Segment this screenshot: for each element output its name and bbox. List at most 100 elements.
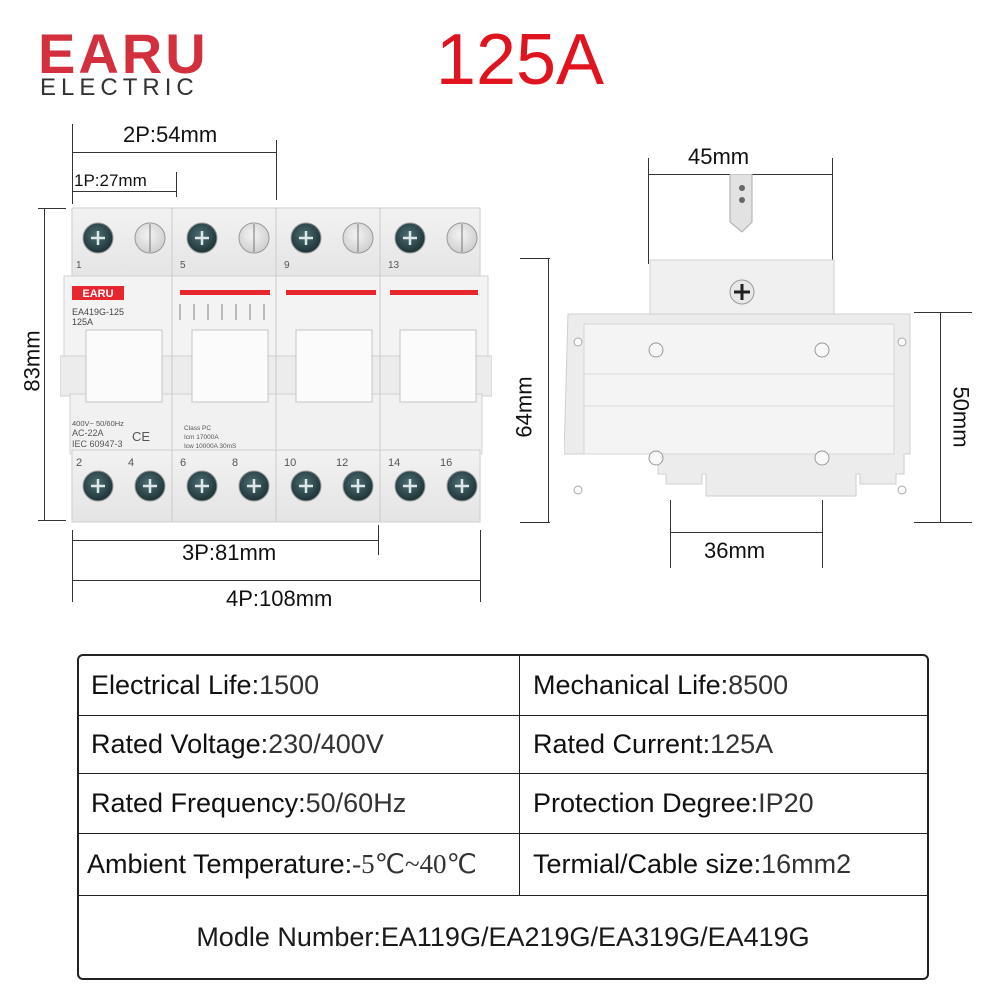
current-label: 125A: [72, 317, 93, 327]
dim-2p-line: [72, 152, 276, 153]
dim-side-top-width: 45mm: [688, 144, 750, 169]
dim-side-bottom-line: [670, 532, 822, 533]
dim-side-right-line: [940, 312, 941, 522]
dim-left-ext: [72, 124, 73, 204]
page-title: 125A: [435, 20, 605, 100]
print-icm: Icm 17000A: [184, 434, 219, 441]
spec-table: Electrical Life:1500 Mechanical Life:850…: [77, 654, 929, 980]
spec-cable-size: Termial/Cable size:16mm2: [533, 849, 852, 879]
dim-1p-end: [176, 172, 177, 197]
dim-2p: 2P:54mm: [123, 122, 218, 147]
side-view: 45mm 64mm 50mm 36mm: [500, 130, 1000, 580]
screw-slot-icon: [299, 479, 313, 493]
terminal-number: 8: [232, 457, 238, 469]
switch-side-drawing: [564, 174, 911, 497]
screw-slot-icon: [403, 231, 417, 245]
dim-side-top-l: [648, 158, 649, 264]
print-class: Class PC: [184, 425, 211, 432]
spec-mechanical-life: Mechanical Life:8500: [533, 670, 789, 700]
dim-side-right-bottom: [914, 522, 972, 523]
spec-rated-current: Rated Current:125A: [533, 729, 774, 759]
terminal-number: 2: [76, 457, 82, 469]
spec-model-number: Modle Number:EA119G/EA219G/EA319G/EA419G: [196, 921, 810, 952]
dim-side-bottom-l: [670, 500, 671, 568]
terminal-number: 16: [440, 457, 452, 469]
screw-slot-icon: [195, 479, 209, 493]
terminal-number: 14: [388, 457, 400, 469]
dim-side-left-bottom: [520, 522, 550, 523]
print-iec: IEC 60947-3: [72, 439, 123, 449]
spec-electrical-life: Electrical Life:1500: [91, 670, 320, 700]
brand-label: EARU: [82, 288, 113, 300]
spec-divider: [519, 656, 520, 716]
dim-side-left-top: [520, 258, 550, 259]
print-icw: Icw 10000A 30mS: [184, 443, 237, 450]
earu-badge: [72, 286, 124, 300]
dim-h-line: [44, 208, 45, 520]
terminal-number: 9: [284, 260, 290, 271]
bottom-terminals: 2 4 6 8 10 12 14 16: [76, 457, 478, 502]
spec-rated-frequency: Rated Frequency:50/60Hz: [91, 788, 407, 818]
screw-slot-icon: [91, 479, 105, 493]
spec-divider: [519, 834, 520, 896]
terminal-number: 13: [388, 260, 400, 271]
dim-side-bottom-r: [822, 500, 823, 568]
print-ac22a: AC-22A: [72, 428, 104, 438]
dim-4p-line: [72, 580, 480, 581]
dim-3p-left: [72, 530, 73, 602]
pole-red-band: [180, 290, 270, 295]
top-terminals: 1 5 9 13: [76, 222, 478, 271]
pole-red-band: [286, 290, 376, 295]
terminal-number: 10: [284, 457, 296, 469]
dim-4p: 4P:108mm: [226, 586, 333, 611]
dim-side-height-right: 50mm: [948, 386, 974, 448]
dim-h-bottom: [38, 520, 66, 521]
dim-side-right-top: [914, 312, 972, 313]
front-view: 2P:54mm 1P:27mm 83mm 3P:81mm 4P:108mm: [0, 0, 520, 640]
dim-h-top: [38, 208, 66, 209]
dim-3p-line: [72, 540, 378, 541]
spec-row: Rated Voltage:230/400V Rated Current:125…: [79, 716, 927, 774]
brand-logo: EARU: [38, 22, 209, 85]
pole-red-band: [390, 290, 478, 295]
screw-slot-icon: [351, 479, 365, 493]
spec-row: Modle Number:EA119G/EA219G/EA319G/EA419G: [79, 896, 927, 978]
dim-side-top-r: [832, 158, 833, 264]
terminal-number: 4: [128, 457, 134, 469]
dim-1p-line: [72, 191, 176, 192]
dim-3p: 3P:81mm: [182, 540, 277, 565]
dim-4p-end: [480, 530, 481, 602]
dim-side-bottom-width: 36mm: [704, 538, 766, 563]
terminal-number: 6: [180, 457, 186, 469]
screw-slot-icon: [299, 231, 313, 245]
dim-height: 83mm: [19, 330, 45, 392]
spec-ambient-temperature: Ambient Temperature:-5℃~40℃: [87, 849, 477, 879]
screw-slot-icon: [91, 231, 105, 245]
screw-slot-icon: [455, 479, 469, 493]
spec-divider: [519, 716, 520, 774]
brand-logo-subtitle: ELECTRIC: [40, 74, 199, 101]
terminal-number: 12: [336, 457, 348, 469]
spec-protection-degree: Protection Degree:IP20: [533, 788, 814, 818]
model-label: EA419G-125: [72, 307, 124, 317]
dim-2p-end: [276, 140, 277, 200]
ce-mark: CE: [132, 429, 150, 444]
dim-side-height-left: 64mm: [511, 376, 537, 438]
print-voltage: 400V~ 50/60Hz: [72, 419, 124, 428]
terminal-number: 1: [76, 260, 82, 271]
spec-row: Rated Frequency:50/60Hz Protection Degre…: [79, 774, 927, 834]
spec-row: Electrical Life:1500 Mechanical Life:850…: [79, 656, 927, 716]
dim-3p-end: [378, 525, 379, 555]
dim-1p: 1P:27mm: [74, 171, 147, 190]
screw-slot-icon: [403, 479, 417, 493]
wiring-diagram: [179, 304, 265, 320]
spec-row: Ambient Temperature:-5℃~40℃ Termial/Cabl…: [79, 834, 927, 896]
spec-divider: [519, 774, 520, 834]
terminal-number: 5: [180, 260, 186, 271]
screw-slot-icon: [143, 479, 157, 493]
switch-front-drawing: EARU EA419G-125 125A 400V~ 50/60Hz AC-22…: [60, 207, 492, 523]
spec-rated-voltage: Rated Voltage:230/400V: [91, 729, 384, 759]
dim-side-left-line: [548, 258, 549, 522]
screw-slot-icon: [195, 231, 209, 245]
screw-slot-icon: [247, 479, 261, 493]
